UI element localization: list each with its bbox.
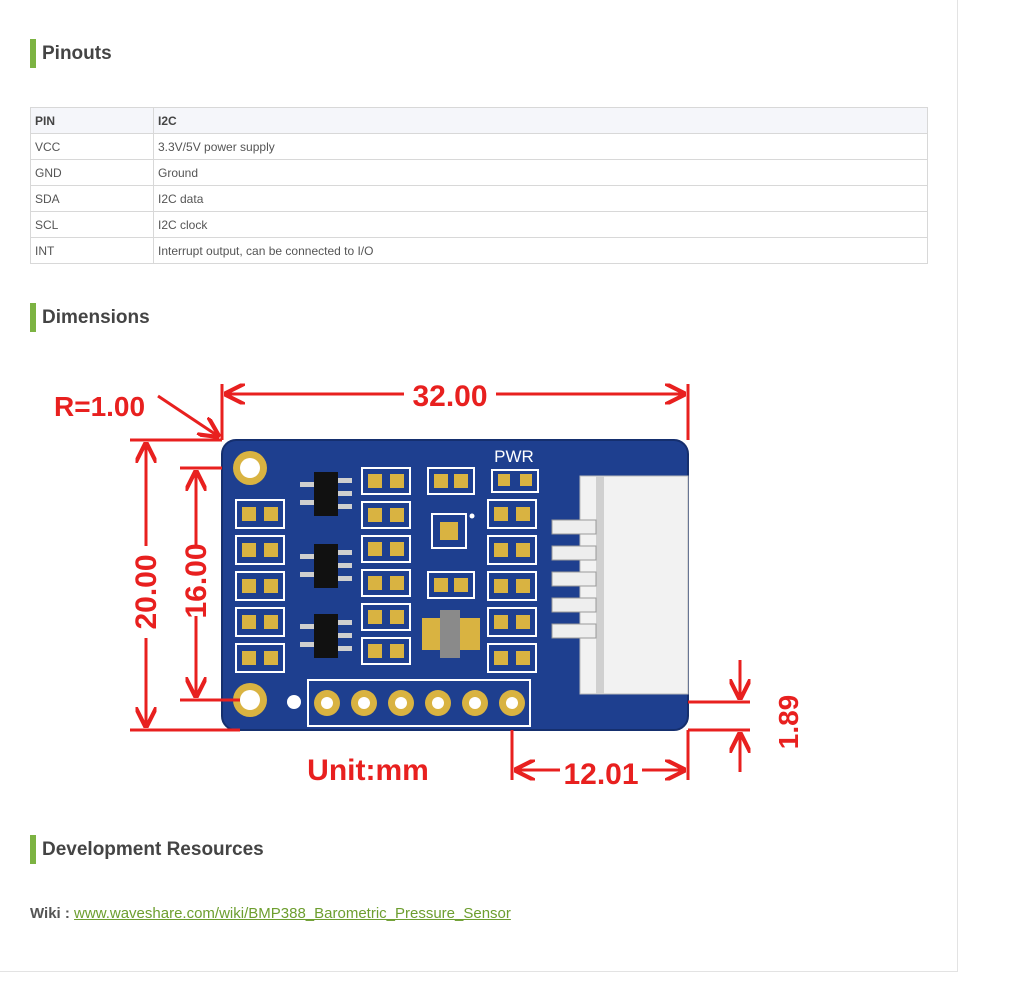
unit-label: Unit:mm (307, 754, 429, 787)
table-row: SDA I2C data (30, 185, 928, 212)
page-content: Pinouts PIN I2C VCC 3.3V/5V power supply… (0, 0, 958, 972)
column-header: I2C (153, 107, 928, 134)
description-cell: Interrupt output, can be connected to I/… (153, 237, 928, 264)
pin-cell: SCL (30, 211, 154, 238)
wiki-label: Wiki : (30, 905, 70, 922)
dimensions-heading: Dimensions (30, 303, 150, 332)
column-header: PIN (30, 107, 154, 134)
description-cell: I2C data (153, 185, 928, 212)
pin-cell: GND (30, 159, 154, 186)
description-cell: Ground (153, 159, 928, 186)
pwr-label: PWR (494, 447, 534, 466)
dimensions-diagram: PWR R=1.00 (54, 380, 804, 791)
wiki-line: Wiki : www.waveshare.com/wiki/BMP388_Bar… (30, 905, 511, 922)
table-row: SCL I2C clock (30, 211, 928, 238)
pinouts-heading: Pinouts (30, 39, 112, 68)
inner-height-label: 16.00 (180, 543, 213, 618)
wiki-link[interactable]: www.waveshare.com/wiki/BMP388_Barometric… (74, 905, 511, 922)
pin-cell: VCC (30, 133, 154, 160)
description-cell: 3.3V/5V power supply (153, 133, 928, 160)
table-row: INT Interrupt output, can be connected t… (30, 237, 928, 264)
width-label: 32.00 (412, 380, 487, 413)
table-header-row: PIN I2C (30, 107, 928, 134)
pin-cell: SDA (30, 185, 154, 212)
description-cell: I2C clock (153, 211, 928, 238)
pinouts-table: PIN I2C VCC 3.3V/5V power supply GND Gro… (30, 107, 928, 264)
table-row: GND Ground (30, 159, 928, 186)
table-row: VCC 3.3V/5V power supply (30, 133, 928, 160)
radius-label: R=1.00 (54, 391, 145, 422)
pin-cell: INT (30, 237, 154, 264)
sensor-board: PWR (221, 439, 689, 731)
resources-heading: Development Resources (30, 835, 264, 864)
connector-label: 12.01 (563, 758, 638, 791)
offset-label: 1.89 (773, 695, 804, 750)
outer-height-label: 20.00 (130, 554, 163, 629)
